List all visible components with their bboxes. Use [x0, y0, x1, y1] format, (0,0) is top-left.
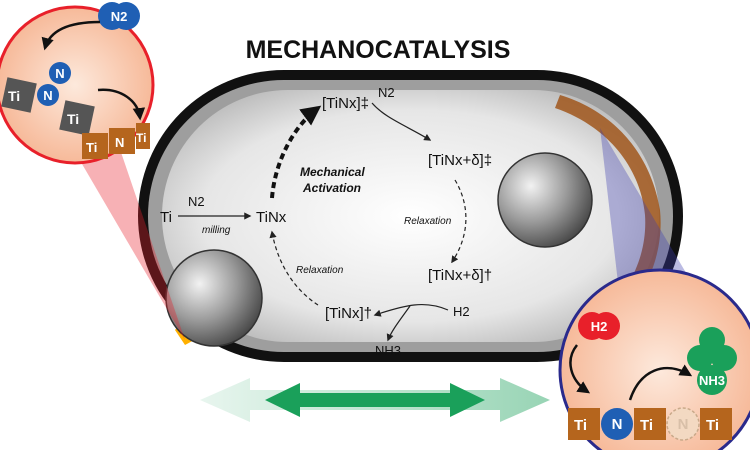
- mechanical-activation-arrow: [270, 105, 322, 199]
- h2-uptake-arrow: [373, 304, 449, 317]
- returning-state: [TiNx]†: [325, 305, 372, 322]
- nh3-release-arrow: [386, 305, 411, 342]
- h2-molecule: H2: [578, 312, 620, 340]
- activation-label-line2: Activation: [302, 181, 361, 195]
- tin-atom-after-3: Ti: [136, 131, 146, 145]
- surface-atom-5: Ti: [706, 417, 719, 434]
- adsorbed-nitrogen: N N: [37, 62, 71, 106]
- feed-gas-n2: N2: [188, 194, 205, 209]
- left-inset: N2 Ti Ti N N Ti N Ti: [0, 2, 155, 165]
- product-nh3: NH3: [375, 343, 401, 358]
- left-zoom-cone: [75, 120, 185, 340]
- nh3-desorption-arrow: [628, 364, 693, 401]
- gas-in-bottom-h2: H2: [453, 304, 470, 319]
- relaxation-left-label: Relaxation: [296, 265, 344, 276]
- catalytic-cycle: Ti N2 milling TiNx Mechanical Activation…: [160, 85, 492, 358]
- adsorbed-n-1: N: [55, 66, 64, 81]
- reactant-ti: Ti: [160, 209, 172, 226]
- tin-surface-after: Ti N Ti: [82, 123, 150, 159]
- gas-in-top-n2: N2: [378, 85, 395, 100]
- excited-state: [TiNx+δ]‡: [428, 152, 492, 169]
- dissociation-arrow: [97, 88, 146, 121]
- tin-atom-after-1: Ti: [86, 140, 97, 155]
- milling-ball-right: [497, 152, 593, 248]
- ti-atom-before-2: Ti: [67, 111, 79, 127]
- surface-atom-2: N: [612, 416, 623, 433]
- adsorption-arrow: [41, 20, 101, 51]
- activated-state: [TiNx]‡: [322, 95, 369, 112]
- nh3-molecule: NH3: [687, 327, 737, 395]
- relaxation-right-arrow: [451, 179, 467, 264]
- relaxation-left-arrow: [269, 230, 319, 306]
- diagram-title: MECHANOCATALYSIS: [246, 36, 511, 64]
- ti-atom-before-1: Ti: [8, 88, 20, 104]
- n2-molecule: N2: [98, 2, 140, 30]
- n2-molecule-label: N2: [111, 9, 128, 24]
- h2-molecule-label: H2: [591, 319, 608, 334]
- tin-surface-row: Ti N Ti N Ti: [568, 407, 732, 441]
- activation-label-line1: Mechanical: [300, 165, 365, 179]
- milling-label: milling: [202, 225, 231, 236]
- surface-atom-1: Ti: [574, 417, 587, 434]
- nh3-molecule-label: NH3: [699, 373, 725, 388]
- relaxation-right-label: Relaxation: [404, 216, 452, 227]
- intermediate-tinx: TiNx: [256, 209, 287, 226]
- ti-surface-before: Ti Ti: [1, 77, 95, 136]
- tin-atom-after-2: N: [115, 135, 124, 150]
- relaxed-state: [TiNx+δ]†: [428, 267, 492, 284]
- right-inset: H2 NH3 Ti N Ti N Ti: [558, 268, 750, 455]
- shaking-direction-arrow: [200, 378, 550, 422]
- adsorbed-n-2: N: [43, 88, 52, 103]
- n2-uptake-arrow: [371, 102, 432, 141]
- surface-atom-4: N: [678, 416, 689, 433]
- milling-ball-left: [165, 249, 263, 347]
- h2-adsorption-arrow: [569, 344, 591, 394]
- surface-atom-3: Ti: [640, 417, 653, 434]
